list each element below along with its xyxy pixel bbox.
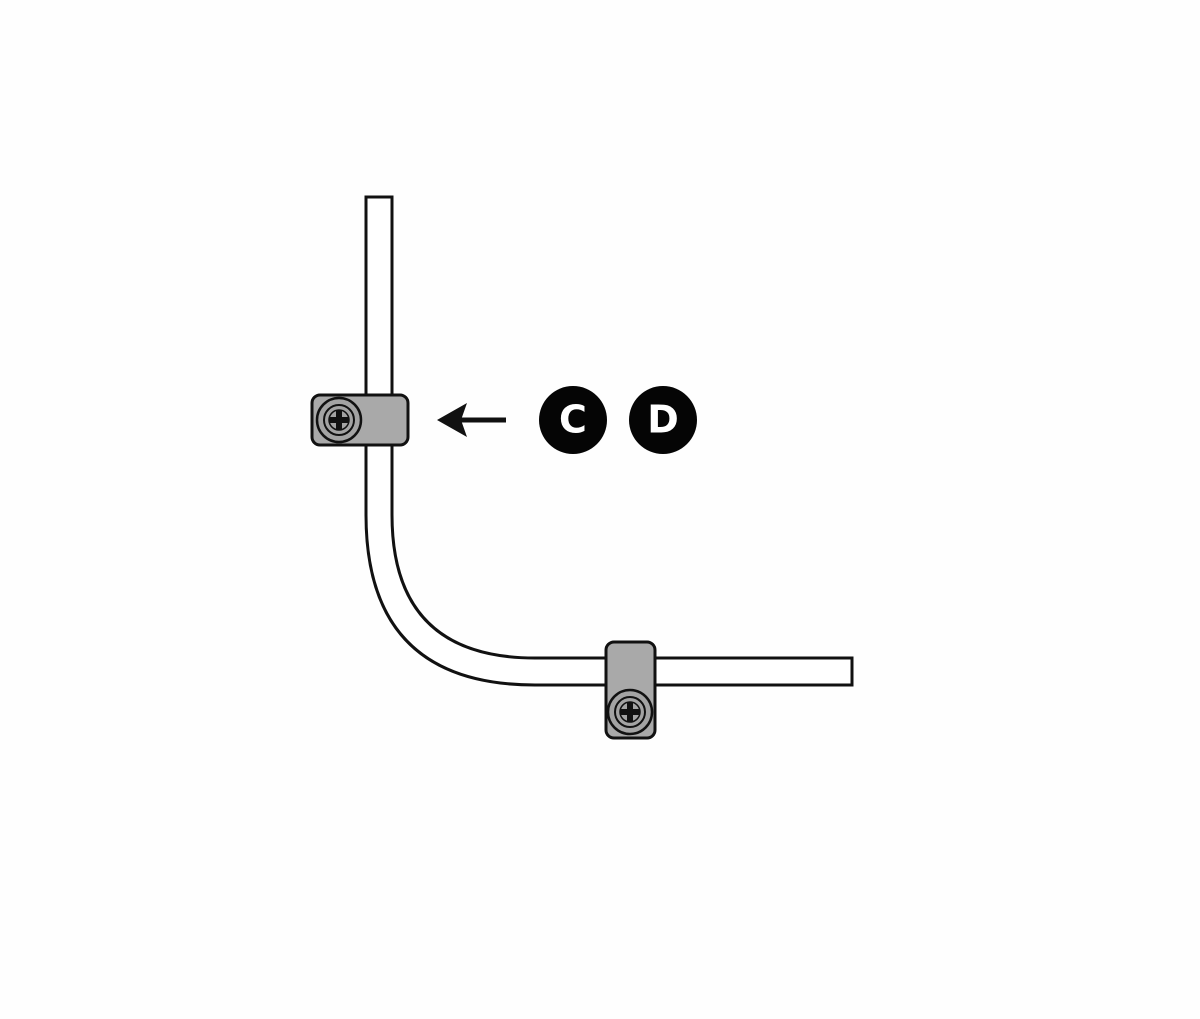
badge-d-label: D <box>647 398 679 442</box>
upper-cable-clip <box>310 393 410 447</box>
badge-c-label: C <box>559 398 587 442</box>
phillips-screw-icon <box>315 396 363 444</box>
badge-c: C <box>539 386 607 454</box>
phillips-screw-icon <box>606 688 654 736</box>
lower-cable-clip <box>604 640 657 740</box>
arrow-left-icon <box>437 403 506 437</box>
badge-d: D <box>629 386 697 454</box>
cable-outline <box>364 195 854 687</box>
bent-cable <box>364 195 854 687</box>
